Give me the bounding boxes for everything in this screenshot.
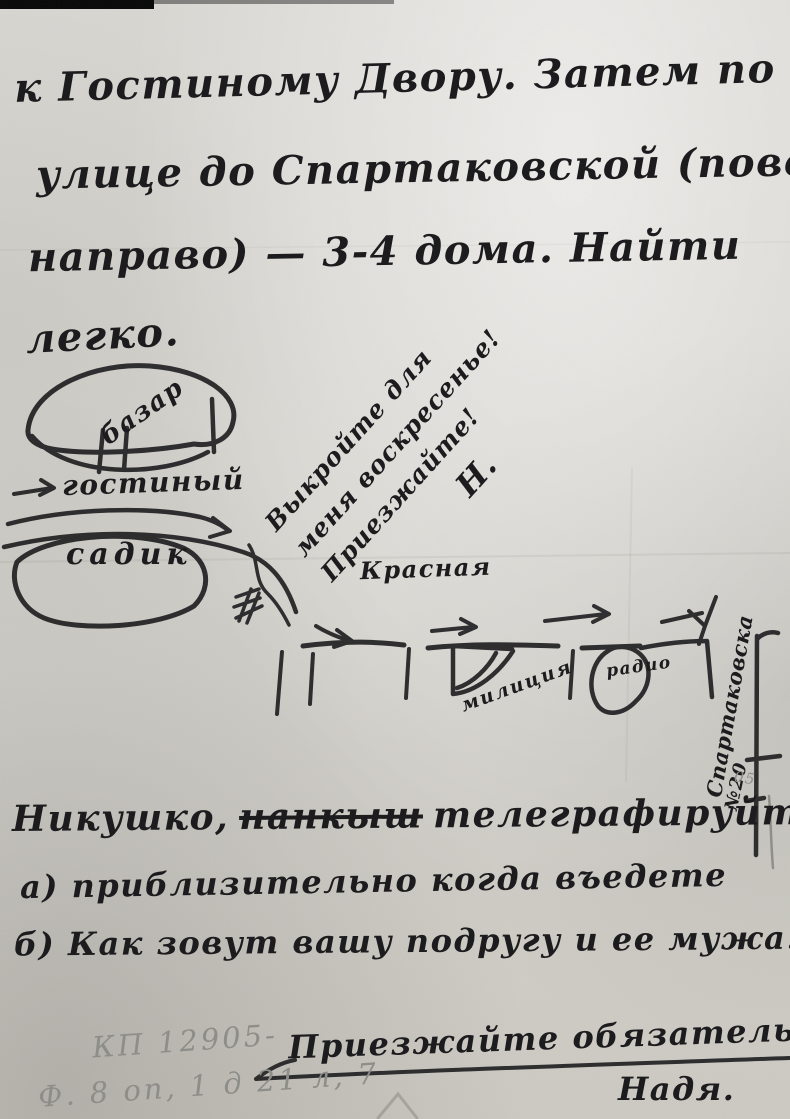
turn-right-arrow-icon [660,595,718,646]
archival-corner-mark: 05 [732,767,758,789]
scan-edge-shadow [154,0,394,4]
gostiny-arrow-icon [12,478,56,497]
map-label-krasnaya-street: Красная [359,551,492,586]
map-label-bazaar: базар [94,372,190,452]
telegraph-request: телеграфируйте мне [432,790,790,837]
map-label-radio: радио [604,652,673,682]
upper-road-line [5,507,232,534]
road-squiggle [247,543,291,627]
request-item-b: б) Как зовут вашу подругу и ее мужа... [13,918,790,964]
upper-road-arrowhead-icon [208,516,232,539]
archival-inventory-number: КП 12905- [90,1017,279,1065]
archival-reference: Ф. 8 оп, 1 д 21 л, 7 [37,1056,381,1114]
letter-line-3: направо) — 3-4 дома. Найти [27,221,742,282]
map-label-sadik: садик [66,537,192,572]
junction-hatch-marks [232,587,264,625]
street-arrow-1-icon [430,617,478,636]
map-label-militsia: милиция [457,655,576,717]
letter-line-2: улице до Спартаковской (поворот [35,136,790,199]
street-entry-arrow-icon [314,624,354,649]
krasnaya-street-line [300,639,643,651]
request-item-a: а) приблизительно когда въедете [19,855,728,907]
struck-out-word: нанкыш [238,794,424,839]
letter-line-4: легко. [24,308,182,363]
salutation: Никушко, [11,796,230,841]
letter-line-1: к Гостиному Двору. Затем по Красной [13,39,790,112]
bottom-crease-mark [376,1091,419,1119]
street-arrow-2-icon [543,604,611,624]
scan-edge-artifact [0,0,154,9]
signature: Надя. [618,1070,736,1108]
map-label-gostiny: гостиный [61,462,246,503]
